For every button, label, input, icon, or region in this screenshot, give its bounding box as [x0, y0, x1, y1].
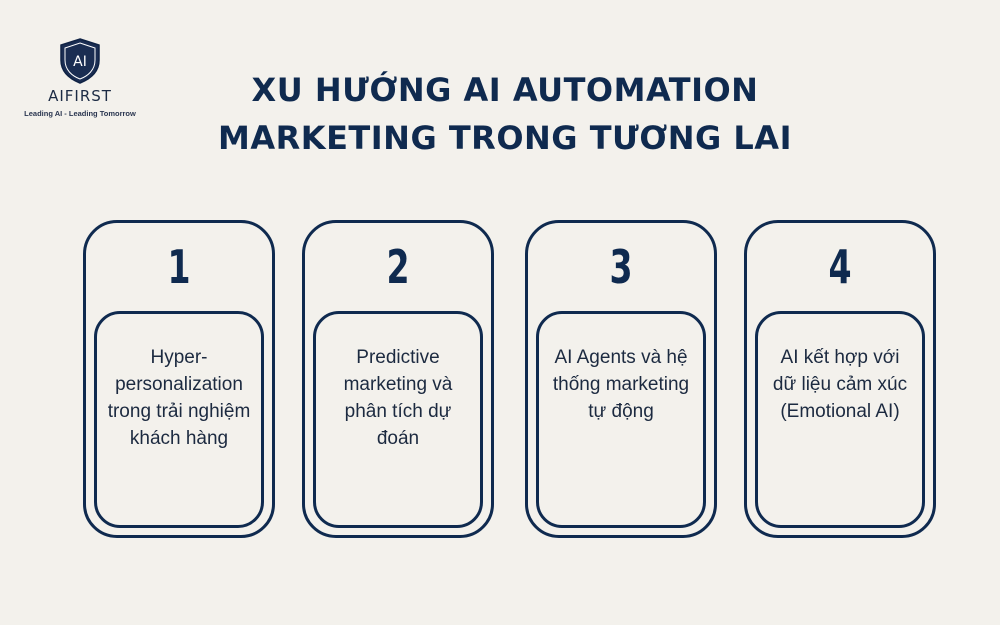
shield-icon: AI	[60, 38, 100, 84]
card-text-box: Predictive marketing và phân tích dự đoá…	[313, 311, 483, 528]
card-text: AI Agents và hệ thống marketing tự động	[552, 347, 690, 422]
title-line-2: MARKETING TRONG TƯƠNG LAI	[218, 119, 792, 157]
brand-name: AIFIRST	[48, 87, 112, 105]
card-number: 2	[386, 240, 410, 294]
card-text: AI kết hợp với dữ liệu cảm xúc (Emotiona…	[772, 347, 908, 422]
card-text-box: AI kết hợp với dữ liệu cảm xúc (Emotiona…	[755, 311, 925, 528]
trend-card-1: 1 Hyper-personalization trong trải nghiệ…	[83, 220, 275, 538]
card-text-box: AI Agents và hệ thống marketing tự động	[536, 311, 706, 528]
card-text: Hyper-personalization trong trải nghiệm …	[107, 347, 251, 449]
card-text: Predictive marketing và phân tích dự đoá…	[343, 347, 453, 449]
brand-tagline: Leading AI - Leading Tomorrow	[24, 109, 136, 118]
card-number: 1	[167, 240, 191, 294]
card-number: 4	[828, 240, 852, 294]
brand-logo: AI AIFIRST Leading AI - Leading Tomorrow	[20, 38, 140, 118]
page-title: XU HƯỚNG AI AUTOMATION MARKETING TRONG T…	[200, 66, 810, 162]
trend-card-4: 4 AI kết hợp với dữ liệu cảm xúc (Emotio…	[744, 220, 936, 538]
trend-card-3: 3 AI Agents và hệ thống marketing tự độn…	[525, 220, 717, 538]
card-number: 3	[609, 240, 633, 294]
card-text-box: Hyper-personalization trong trải nghiệm …	[94, 311, 264, 528]
svg-text:AI: AI	[73, 54, 87, 70]
title-line-1: XU HƯỚNG AI AUTOMATION	[251, 71, 759, 109]
trend-card-2: 2 Predictive marketing và phân tích dự đ…	[302, 220, 494, 538]
